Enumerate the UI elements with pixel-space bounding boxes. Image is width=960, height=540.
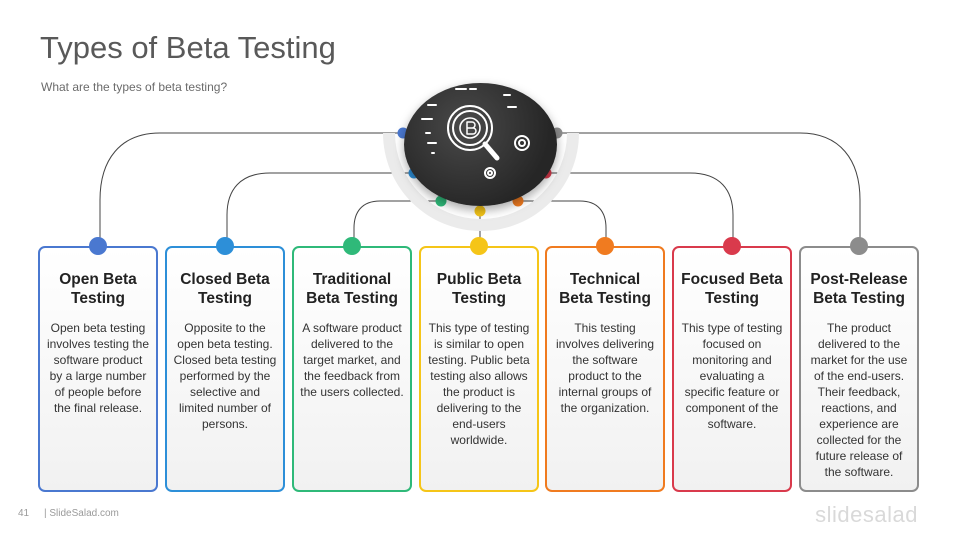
card-title: Open Beta Testing	[59, 271, 137, 307]
card-title: Technical Beta Testing	[559, 271, 651, 307]
card-dot	[89, 237, 107, 255]
card-description: A software product delivered to the targ…	[300, 321, 404, 399]
page-subtitle: What are the types of beta testing?	[41, 80, 228, 94]
card-dot	[343, 237, 361, 255]
connector-post-release-beta	[557, 132, 861, 246]
hub-circle	[404, 83, 557, 206]
connector-technical-beta	[518, 200, 607, 246]
page-title: Types of Beta Testing	[40, 30, 336, 65]
card-dot	[850, 237, 868, 255]
magnifier-bitcoin-gear-icon	[421, 88, 530, 179]
card-description: This testing involves delivering the sof…	[555, 321, 655, 415]
connector-traditional-beta	[353, 200, 441, 246]
connector-focused-beta	[546, 172, 734, 246]
card-description: The product delivered to the market for …	[810, 321, 908, 479]
card-description: Opposite to the open beta testing. Close…	[173, 321, 277, 431]
card-description: Open beta testing involves testing the s…	[46, 321, 150, 415]
card-title: Traditional Beta Testing	[306, 271, 398, 307]
connector-open-beta	[99, 132, 403, 246]
card-description: This type of testing focused on monitori…	[681, 321, 783, 431]
connector-closed-beta	[226, 172, 414, 246]
card-dot	[216, 237, 234, 255]
card-title: Closed Beta Testing	[180, 271, 270, 307]
hub-ring	[383, 133, 579, 231]
hub-dot-yellow	[474, 205, 486, 217]
page-number: 41	[18, 508, 30, 519]
card-title: Public Beta Testing	[436, 271, 522, 307]
card-title: Post-Release Beta Testing	[810, 271, 908, 307]
card-dot	[470, 237, 488, 255]
slidesalad-logo: slidesalad	[815, 502, 918, 527]
card-description: This type of testing is similar to open …	[428, 321, 530, 447]
card-dot	[596, 237, 614, 255]
card-dot	[723, 237, 741, 255]
card-3: Traditional Beta Testing A software produ…	[292, 246, 412, 492]
footer-brand: | SlideSalad.com	[44, 508, 119, 519]
card-title: Focused Beta Testing	[681, 271, 783, 307]
